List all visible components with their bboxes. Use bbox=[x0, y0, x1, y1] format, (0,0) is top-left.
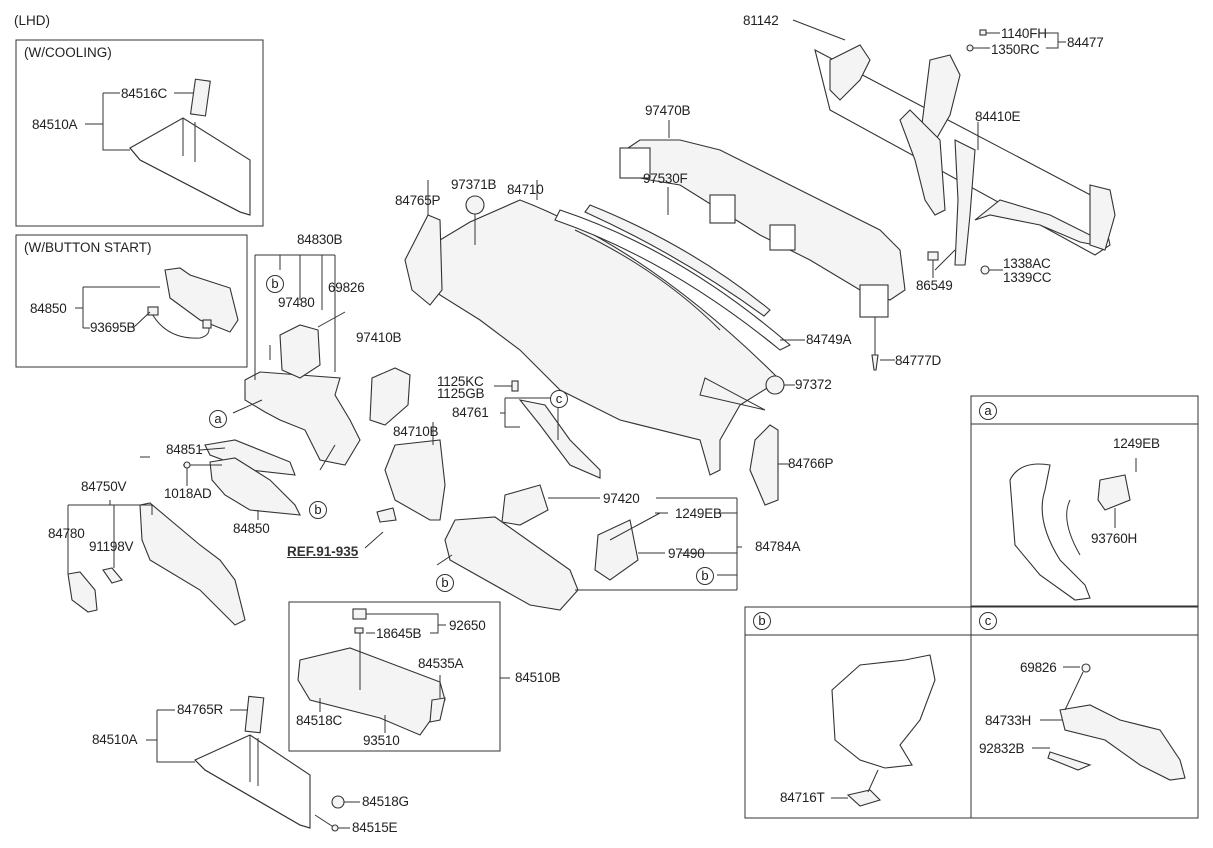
part-label[interactable]: 1350RC bbox=[991, 42, 1040, 57]
part-label[interactable]: 92650 bbox=[449, 618, 486, 633]
part-label[interactable]: 84850 bbox=[30, 301, 67, 316]
part-label[interactable]: 84765R bbox=[177, 702, 224, 717]
part-label[interactable]: 97480 bbox=[278, 295, 315, 310]
part-label[interactable]: 86549 bbox=[916, 278, 953, 293]
glovebox-a-shape bbox=[146, 695, 360, 832]
marker-b[interactable]: b bbox=[696, 567, 714, 585]
part-label[interactable]: 84750V bbox=[81, 479, 127, 494]
part-label[interactable]: 97470B bbox=[645, 103, 691, 118]
part-label[interactable]: 1125KC bbox=[437, 374, 484, 389]
reference-link[interactable]: REF.91-935 bbox=[287, 544, 359, 559]
part-label[interactable]: 84535A bbox=[418, 656, 464, 671]
part-label[interactable]: 1018AD bbox=[164, 486, 212, 501]
detail-marker-c: c bbox=[979, 612, 997, 630]
part-label[interactable]: 84765P bbox=[395, 193, 441, 208]
part-label[interactable]: 1339CC bbox=[1003, 270, 1052, 285]
part-label[interactable]: 84518C bbox=[296, 713, 343, 728]
marker-b[interactable]: b bbox=[266, 275, 284, 293]
inset-title-cooling: (W/COOLING) bbox=[24, 45, 112, 60]
part-label[interactable]: 84766P bbox=[788, 456, 834, 471]
detail-a-shape bbox=[1009, 458, 1137, 601]
console-shape bbox=[444, 516, 579, 611]
glovebox-b-shape bbox=[297, 608, 510, 736]
part-label[interactable]: 1125GB bbox=[437, 386, 485, 401]
part-label[interactable]: 84510A bbox=[32, 117, 78, 132]
part-label[interactable]: 93695B bbox=[90, 320, 136, 335]
dashboard-shape bbox=[424, 180, 805, 476]
part-label[interactable]: 84716T bbox=[780, 790, 825, 805]
bracket-84761-shape bbox=[518, 399, 601, 479]
steering-cover-upper-shape bbox=[204, 439, 296, 476]
part-label[interactable]: 97372 bbox=[795, 377, 832, 392]
inset-box-cooling bbox=[15, 39, 264, 227]
inset-box-button-start bbox=[15, 234, 248, 368]
detail-marker-b: b bbox=[753, 612, 771, 630]
part-label[interactable]: 91198V bbox=[89, 539, 134, 554]
lower-panel-84750V-shape bbox=[67, 500, 246, 626]
detail-marker-a: a bbox=[979, 402, 997, 420]
duct-shape bbox=[619, 120, 906, 371]
end-cap-right-shape bbox=[749, 424, 779, 506]
part-label[interactable]: 84733H bbox=[985, 713, 1032, 728]
part-label[interactable]: 69826 bbox=[328, 280, 365, 295]
crossmember-shape bbox=[792, 19, 1116, 278]
glovebox-cooling-shape bbox=[85, 78, 251, 216]
part-label[interactable]: 84830B bbox=[297, 232, 343, 247]
steering-cover-lower-shape bbox=[209, 457, 301, 516]
part-label[interactable]: 84851 bbox=[166, 442, 203, 457]
part-label[interactable]: 84749A bbox=[806, 332, 852, 347]
marker-b[interactable]: b bbox=[436, 574, 454, 592]
part-label[interactable]: 1249EB bbox=[1113, 436, 1160, 451]
marker-b[interactable]: b bbox=[309, 501, 327, 519]
part-label[interactable]: 84515E bbox=[352, 820, 398, 835]
part-label[interactable]: 1249EB bbox=[675, 506, 722, 521]
marker-a[interactable]: a bbox=[209, 410, 227, 428]
part-label[interactable]: 93760H bbox=[1091, 531, 1138, 546]
part-label[interactable]: 97420 bbox=[603, 491, 640, 506]
part-label[interactable]: 84510A bbox=[92, 732, 138, 747]
inset-title-button-start: (W/BUTTON START) bbox=[24, 240, 152, 255]
part-label[interactable]: 97490 bbox=[668, 546, 705, 561]
cluster-fascia-shape bbox=[232, 254, 411, 471]
detail-b-shape bbox=[831, 654, 936, 807]
part-label[interactable]: 84516C bbox=[121, 86, 168, 101]
part-label[interactable]: 84518G bbox=[362, 794, 409, 809]
part-label[interactable]: 84777D bbox=[895, 353, 942, 368]
detail-panel-a bbox=[970, 395, 1199, 607]
part-label[interactable]: 69826 bbox=[1020, 660, 1057, 675]
part-label[interactable]: 81142 bbox=[743, 13, 779, 28]
vent-97490-shape bbox=[594, 519, 639, 581]
part-label[interactable]: 84510B bbox=[515, 670, 561, 685]
inset-box-glovebox-b bbox=[288, 601, 501, 752]
center-panel-shape bbox=[384, 439, 446, 521]
part-label[interactable]: 84410E bbox=[975, 109, 1021, 124]
part-label[interactable]: 1140FH bbox=[1001, 26, 1047, 41]
part-label[interactable]: 97530F bbox=[643, 171, 688, 186]
part-label[interactable]: 84477 bbox=[1067, 35, 1104, 50]
diagram-title: (LHD) bbox=[14, 13, 50, 28]
part-label[interactable]: 97371B bbox=[451, 177, 497, 192]
button-start-shape bbox=[75, 267, 239, 339]
part-label[interactable]: 84710B bbox=[393, 424, 439, 439]
part-label[interactable]: 84784A bbox=[755, 539, 801, 554]
part-label[interactable]: 1338AC bbox=[1003, 256, 1051, 271]
part-label[interactable]: 84710 bbox=[507, 182, 544, 197]
end-cap-left-shape bbox=[404, 214, 443, 306]
part-label[interactable]: 84761 bbox=[452, 405, 489, 420]
part-label[interactable]: 84780 bbox=[48, 526, 85, 541]
detail-c-shape bbox=[1032, 663, 1186, 781]
detail-panel-c bbox=[970, 606, 1199, 819]
part-label[interactable]: 92832B bbox=[979, 741, 1025, 756]
part-label[interactable]: 18645B bbox=[376, 626, 422, 641]
vent-97420-shape bbox=[501, 484, 549, 526]
part-label[interactable]: 84850 bbox=[233, 521, 270, 536]
marker-c[interactable]: c bbox=[550, 390, 568, 408]
part-label[interactable]: 97410B bbox=[356, 330, 402, 345]
part-label[interactable]: 93510 bbox=[363, 733, 400, 748]
